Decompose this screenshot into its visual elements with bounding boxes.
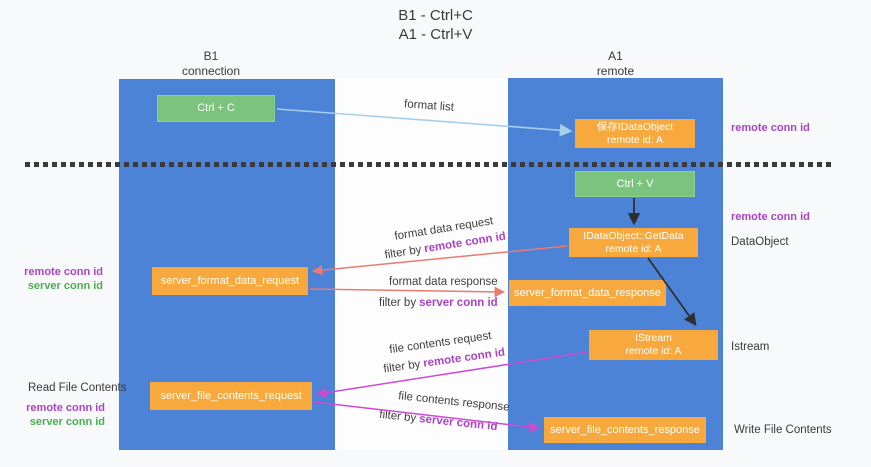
remote-conn-id-label-bottom-left: remote conn id xyxy=(26,402,105,414)
istream-line1: IStream xyxy=(635,332,672,344)
idataobject-getdata-box: IDataObject::GetData remote id: A xyxy=(569,228,698,257)
server-file-contents-request-label: server_file_contents_request xyxy=(160,389,302,402)
server-file-contents-request-box: server_file_contents_request xyxy=(150,382,312,410)
remote-conn-id-label-mid-right: remote conn id xyxy=(731,211,810,223)
server-conn-id-label-bottom-left: server conn id xyxy=(29,416,105,428)
title-line-2: A1 - Ctrl+V xyxy=(398,26,473,43)
save-dataobject-box: 保存IDataObject remote id: A xyxy=(575,119,695,148)
getdata-line1: IDataObject::GetData xyxy=(583,229,684,242)
remote-conn-id-label-mid-left: remote conn id xyxy=(24,266,103,278)
ctrl-c-label: Ctrl + C xyxy=(197,102,235,114)
lane-header-b1: B1 connection xyxy=(103,49,319,79)
server-file-contents-response-label: server_file_contents_response xyxy=(550,423,700,436)
lane-header-b1-line2: connection xyxy=(181,64,241,78)
istream-line2: remote id: A xyxy=(625,345,682,357)
server-format-data-request-label: server_format_data_request xyxy=(160,274,300,287)
server-format-data-request-box: server_format_data_request xyxy=(152,267,308,295)
filter-by-text: filter by xyxy=(379,297,417,309)
istream-box: IStream remote id: A xyxy=(589,330,718,360)
write-file-contents-label: Write File Contents xyxy=(734,424,832,436)
lane-header-a1-line1: A1 xyxy=(608,49,623,63)
save-dataobject-line1: 保存IDataObject xyxy=(596,120,674,133)
getdata-line2: remote id: A xyxy=(605,242,662,255)
remote-conn-id-label-top-right: remote conn id xyxy=(731,122,810,134)
read-file-contents-label: Read File Contents xyxy=(28,382,127,394)
lane-header-b1-line1: B1 xyxy=(203,49,219,63)
diagram-title: B1 - Ctrl+C A1 - Ctrl+V xyxy=(0,6,871,44)
lane-header-a1: A1 remote xyxy=(508,49,723,79)
server-format-data-response-box: server_format_data_response xyxy=(509,280,666,306)
ctrl-c-box: Ctrl + C xyxy=(157,95,275,122)
title-line-1: B1 - Ctrl+C xyxy=(398,7,473,24)
istream-side-label: Istream xyxy=(731,341,770,353)
section-divider-dashed-line xyxy=(25,162,833,167)
server-file-contents-response-box: server_file_contents_response xyxy=(544,417,706,443)
server-conn-id-label-mid-left: server conn id xyxy=(27,280,103,292)
conn-id-labels-mid-left: remote conn id server conn id xyxy=(18,265,103,293)
conn-id-labels-bottom-left: remote conn id server conn id xyxy=(18,401,105,429)
format-data-response-label: format data response xyxy=(389,276,498,288)
lane-header-a1-line2: remote xyxy=(596,64,635,78)
ctrl-v-label: Ctrl + V xyxy=(616,177,654,190)
server-format-data-response-label: server_format_data_response xyxy=(514,286,661,299)
ctrl-v-box: Ctrl + V xyxy=(575,171,695,197)
dataobject-label: DataObject xyxy=(731,236,789,248)
save-dataobject-line2: remote id: A xyxy=(606,133,664,146)
server-conn-id-highlight: server conn id xyxy=(419,297,498,309)
